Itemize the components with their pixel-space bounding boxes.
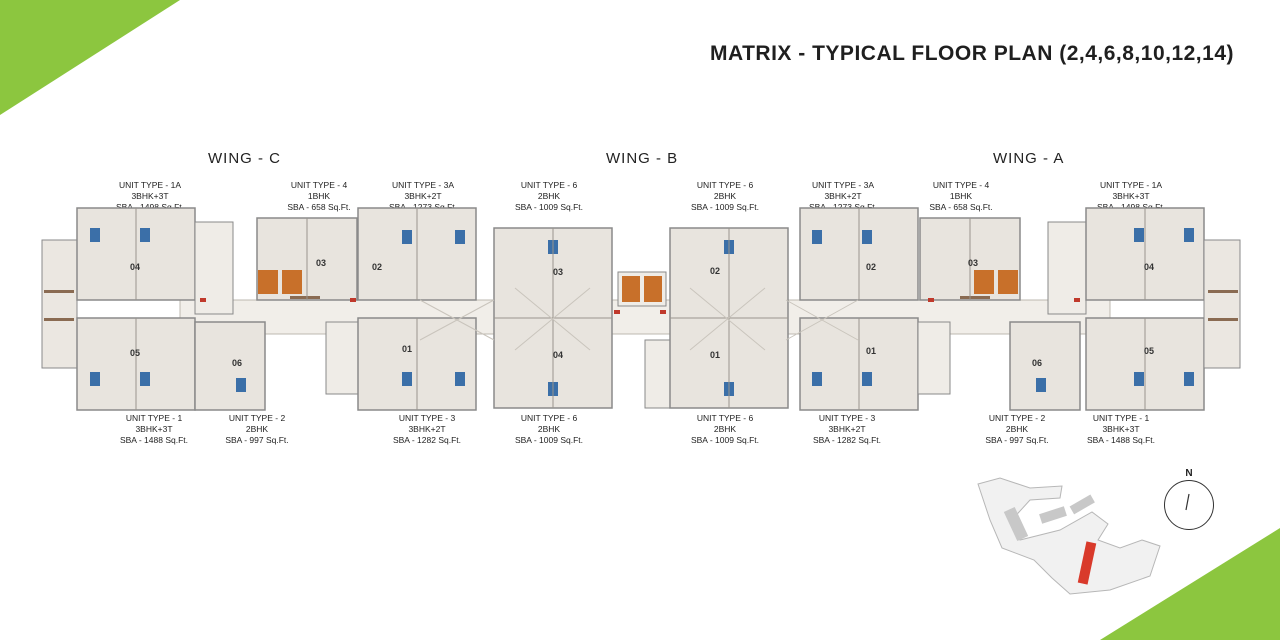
- unit-number: 02: [866, 262, 876, 272]
- compass-ring: [1164, 480, 1214, 530]
- unit-number: 03: [968, 258, 978, 268]
- wing-c-label: WING - C: [208, 150, 281, 167]
- exit-markers: [200, 298, 1080, 314]
- unit-number: 05: [130, 348, 140, 358]
- unit-number: 06: [232, 358, 242, 368]
- unit-numbers: 04 03 02 05 06 01 03 04 02 01 02 03 01 0…: [130, 258, 1154, 368]
- page-title: MATRIX - TYPICAL FLOOR PLAN (2,4,6,8,10,…: [710, 42, 1234, 65]
- unit-number: 03: [553, 267, 563, 277]
- unit-number: 04: [130, 262, 140, 272]
- unit-number: 04: [1144, 262, 1154, 272]
- green-corner-top-left: [0, 0, 180, 115]
- balcony-marks: [44, 290, 1238, 321]
- compass-north-label: N: [1185, 468, 1193, 479]
- unit-number: 06: [1032, 358, 1042, 368]
- unit-number: 02: [372, 262, 382, 272]
- unit-number: 05: [1144, 346, 1154, 356]
- unit-number: 01: [402, 344, 412, 354]
- unit-number: 01: [866, 346, 876, 356]
- unit-number: 03: [316, 258, 326, 268]
- ventilation-shafts: [419, 287, 859, 351]
- unit-number: 01: [710, 350, 720, 360]
- key-plan-highlight: [1077, 541, 1097, 585]
- key-plan-buildings: [1003, 494, 1095, 542]
- unit-number: 04: [553, 350, 563, 360]
- key-plan: [977, 477, 1161, 595]
- wing-b-label: WING - B: [606, 150, 679, 167]
- unit-number: 02: [710, 266, 720, 276]
- wing-a-label: WING - A: [993, 150, 1065, 167]
